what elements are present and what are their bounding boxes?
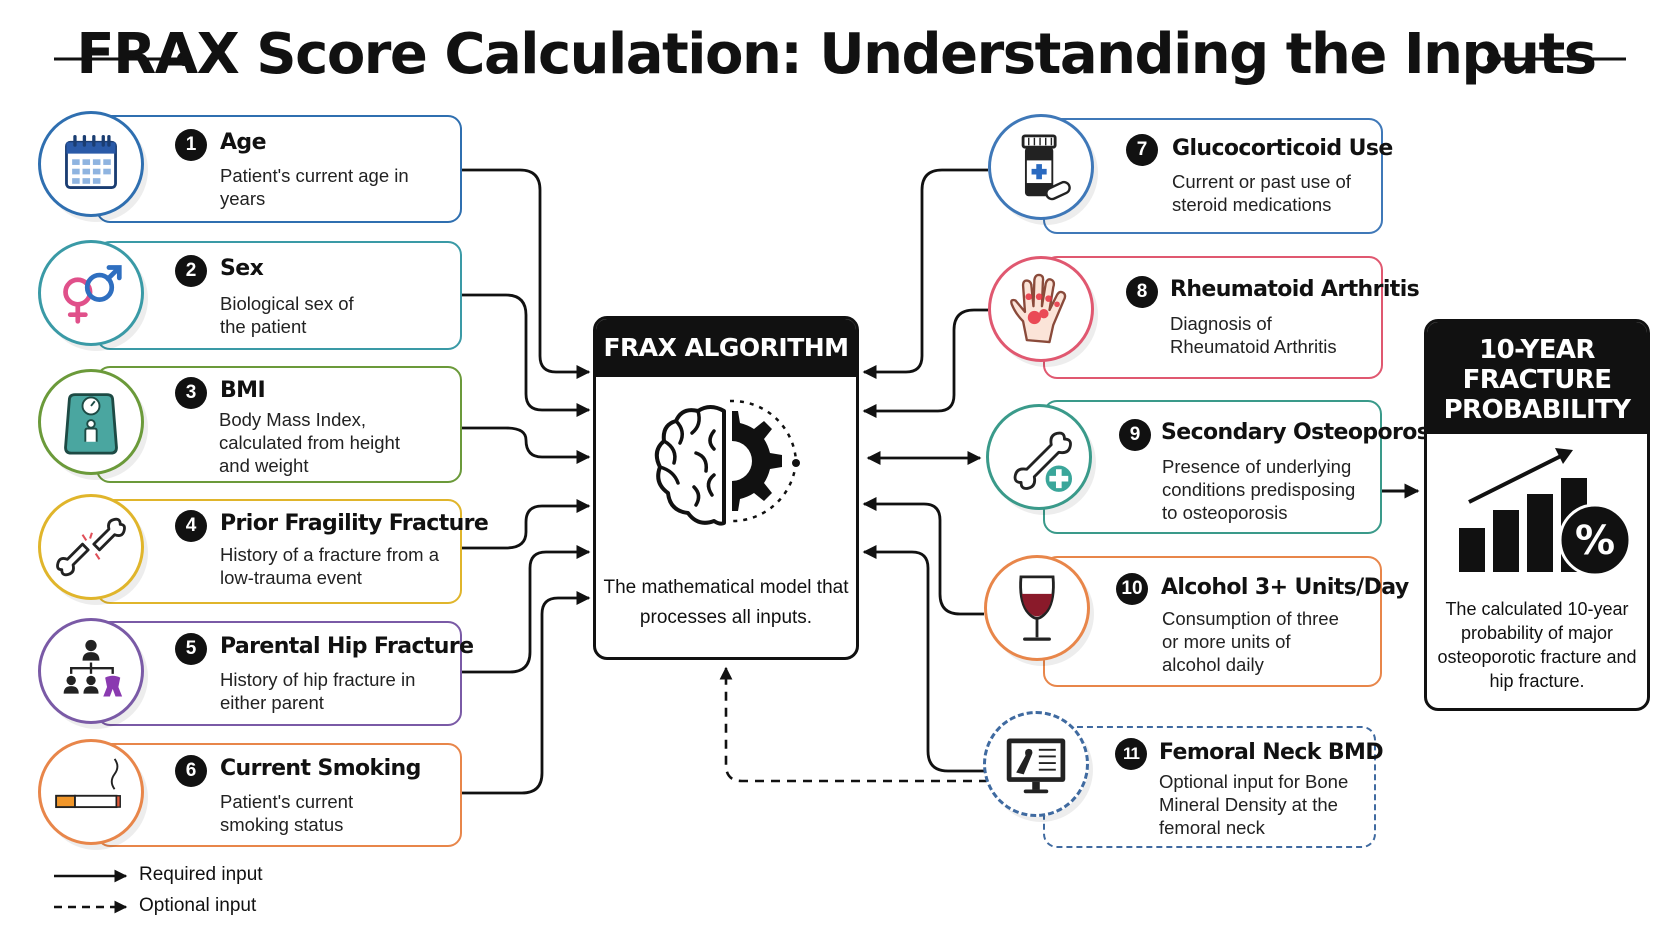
input-card-smoking — [96, 743, 462, 847]
input-title: Prior Fragility Fracture — [220, 511, 489, 536]
input-number-badge: 5 — [175, 633, 207, 665]
wire-parental — [462, 545, 591, 674]
output-title: 10-YEAR FRACTURE PROBABILITY — [1427, 322, 1647, 434]
input-card-femoral-neck-bmd — [1043, 726, 1376, 848]
input-card-rheumatoid — [1043, 256, 1383, 379]
algorithm-description: The mathematical model that processes al… — [603, 577, 849, 628]
cigarette-icon — [38, 739, 144, 845]
bone-plus-icon — [986, 404, 1092, 510]
wire-alcohol — [862, 497, 984, 616]
wire-bmi — [462, 426, 591, 464]
input-title: Age — [220, 130, 267, 155]
legend-optional-label: Optional input — [139, 895, 257, 916]
input-description: Optional input for Bone Mineral Density … — [1159, 771, 1349, 838]
wire-bmd-optional — [719, 666, 988, 783]
input-number-badge: 9 — [1119, 419, 1151, 451]
page-title: FRAX Score Calculation: Understanding th… — [76, 22, 1597, 87]
input-card-secondary-osteoporosis — [1043, 400, 1382, 534]
brain-gear-icon — [654, 399, 800, 526]
input-title: Glucocorticoid Use — [1172, 136, 1393, 161]
input-card-glucocorticoid — [1043, 118, 1383, 234]
wire-smoking — [462, 591, 591, 795]
input-number-badge: 11 — [1115, 738, 1147, 770]
wire-age — [462, 168, 591, 379]
input-title: Alcohol 3+ Units/Day — [1161, 575, 1409, 600]
fracture-probability-output-box: 10-YEAR FRACTURE PROBABILITY % The calcu… — [1424, 319, 1650, 711]
medicine-bottle-icon — [988, 114, 1094, 220]
input-card-age — [96, 115, 462, 223]
wire-bmd — [862, 545, 988, 773]
input-card-parental-fracture — [96, 621, 462, 726]
broken-bone-icon — [38, 494, 144, 600]
input-description: Diagnosis of Rheumatoid Arthritis — [1170, 313, 1337, 357]
input-card-bmi — [96, 366, 462, 483]
gender-symbols-icon — [38, 240, 144, 346]
input-description: Current or past use of steroid medicatio… — [1172, 171, 1351, 215]
input-title: BMI — [220, 378, 266, 403]
input-title: Secondary Osteoporosis — [1161, 420, 1449, 445]
wire-glucocorticoid — [862, 168, 988, 379]
legend-required-label: Required input — [139, 864, 263, 885]
input-description: History of hip fracture in either parent — [220, 669, 416, 713]
output-description: The calculated 10-year probability of ma… — [1437, 599, 1637, 691]
bone-scan-monitor-icon — [983, 711, 1089, 817]
family-tree-icon — [38, 618, 144, 724]
input-number-badge: 4 — [175, 510, 207, 542]
input-description: Patient's current age in years — [220, 165, 409, 209]
input-description: Body Mass Index, calculated from height … — [219, 409, 400, 476]
input-description: Biological sex of the patient — [220, 293, 354, 337]
input-description: Patient's current smoking status — [220, 791, 354, 835]
wire-rheumatoid — [862, 308, 988, 418]
rising-bar-chart-percent-icon: % — [1459, 448, 1631, 577]
calendar-icon — [38, 111, 144, 217]
input-number-badge: 2 — [175, 255, 207, 287]
wine-glass-icon — [984, 555, 1090, 661]
input-description: History of a fracture from a low-trauma … — [220, 544, 439, 588]
input-title: Rheumatoid Arthritis — [1170, 277, 1420, 302]
inflamed-hand-icon — [988, 256, 1094, 362]
input-description: Presence of underlying conditions predis… — [1162, 456, 1356, 523]
algorithm-title: FRAX ALGORITHM — [596, 319, 856, 377]
input-number-badge: 10 — [1116, 573, 1148, 605]
scale-icon — [38, 369, 144, 475]
input-description: Consumption of three or more units of al… — [1162, 608, 1339, 675]
frax-algorithm-box: FRAX ALGORITHM The mathematical model th… — [593, 316, 859, 660]
input-title: Current Smoking — [220, 756, 421, 781]
input-number-badge: 6 — [175, 755, 207, 787]
input-title: Femoral Neck BMD — [1159, 740, 1384, 765]
input-title: Parental Hip Fracture — [220, 634, 474, 659]
input-card-alcohol — [1043, 556, 1382, 687]
input-number-badge: 8 — [1126, 276, 1158, 308]
percent-symbol: % — [1575, 518, 1615, 564]
wire-sex — [462, 293, 591, 417]
input-number-badge: 3 — [175, 377, 207, 409]
input-number-badge: 1 — [175, 129, 207, 161]
input-card-prior-fracture — [96, 499, 462, 604]
input-title: Sex — [220, 256, 264, 281]
input-number-badge: 7 — [1126, 134, 1158, 166]
wire-fracture — [462, 499, 591, 550]
